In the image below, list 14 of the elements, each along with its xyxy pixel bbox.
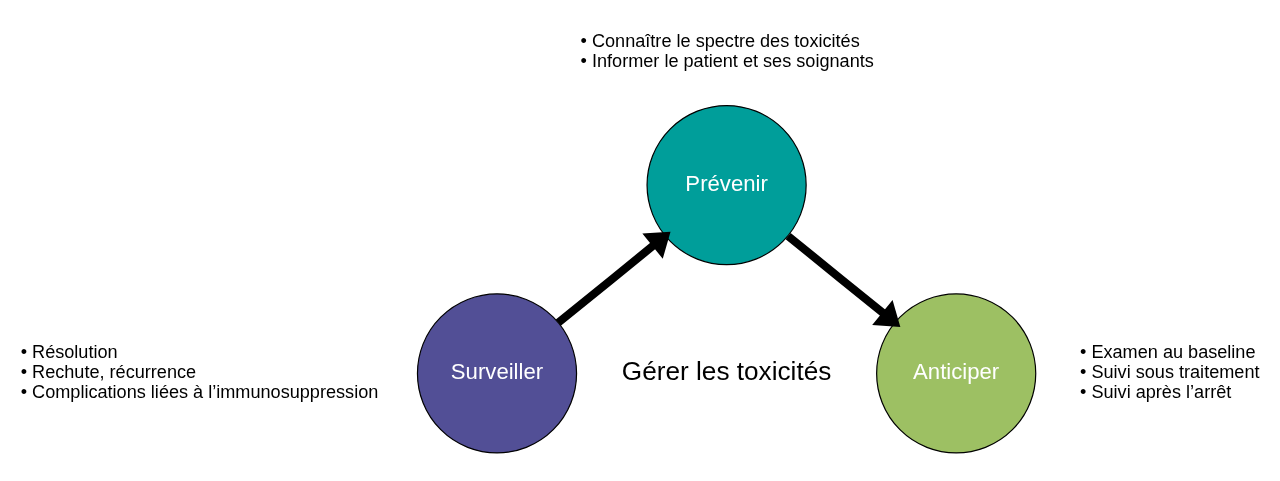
arrow xyxy=(555,231,671,326)
node-circle: Surveiller xyxy=(416,293,578,454)
node-label: • Connaître le spectre des toxicités xyxy=(580,30,860,51)
node-circle: Anticiper xyxy=(876,293,1037,454)
node-label: • Examen au baseline xyxy=(1080,341,1256,362)
arrow xyxy=(785,232,901,328)
node-label: • Résolution xyxy=(20,341,118,362)
label: Gérer les toxicités xyxy=(621,355,832,386)
node-label: • Complications liées à l’immunosuppression xyxy=(20,381,379,402)
node-label: • Suivi sous traitement xyxy=(1080,361,1260,382)
node-label: • Rechute, récurrence xyxy=(20,361,197,382)
node-label: • Suivi après l’arrêt xyxy=(1080,381,1232,402)
node-label: • Informer le patient et ses soignants xyxy=(580,50,874,71)
node-circle: Prévenir xyxy=(646,104,807,266)
